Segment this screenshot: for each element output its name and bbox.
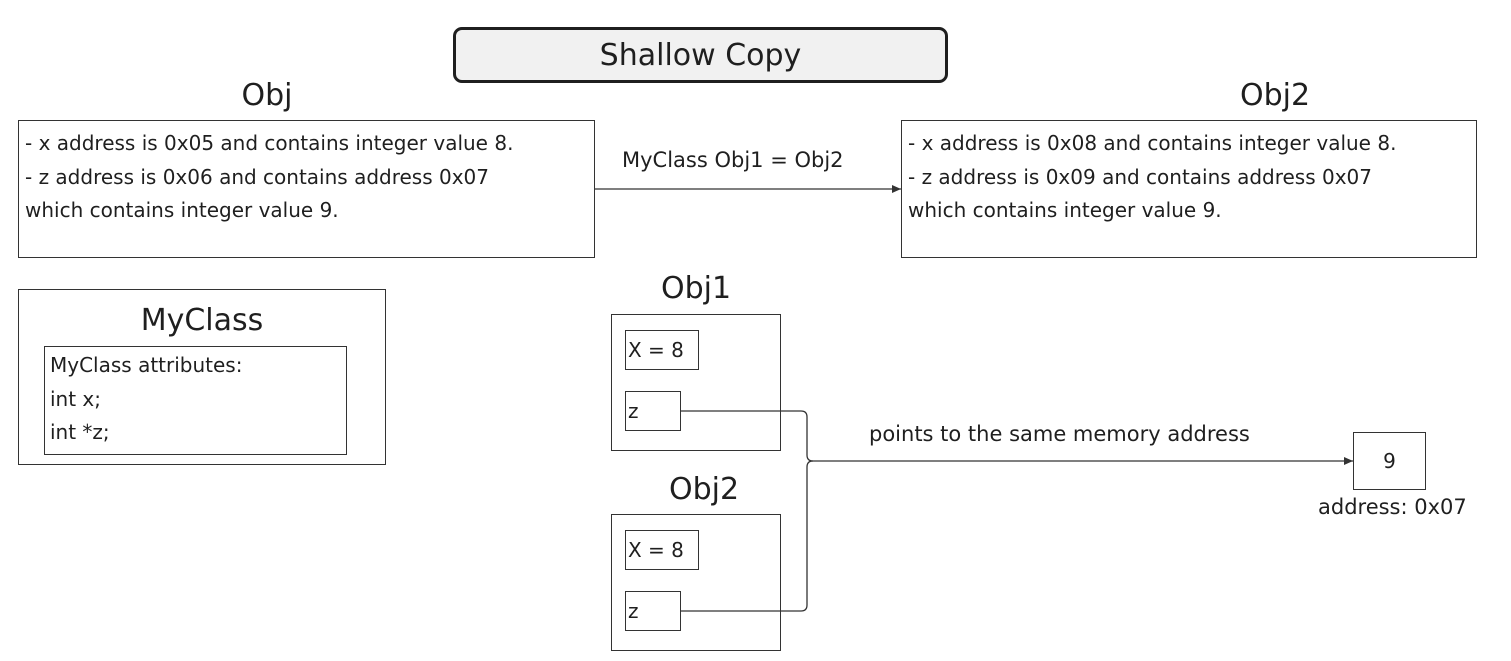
diagram-title: Shallow Copy <box>453 27 948 83</box>
pointer-label: points to the same memory address <box>869 422 1250 446</box>
obj2-description-box: - x address is 0x08 and contains integer… <box>901 120 1477 258</box>
obj2-box <box>611 514 781 651</box>
obj1-x-field: X = 8 <box>625 330 699 370</box>
obj1-z-field: z <box>625 391 681 431</box>
myclass-heading: MyClass <box>140 303 264 338</box>
myclass-attributes-box: MyClass attributes: int x; int *z; <box>44 346 347 455</box>
myclass-attribute-line: int x; <box>50 386 102 411</box>
copy-arrow-label: MyClass Obj1 = Obj2 <box>622 148 844 172</box>
obj1-box <box>611 314 781 451</box>
obj2-description-line: which contains integer value 9. <box>908 198 1222 222</box>
obj-description-line: - x address is 0x05 and contains integer… <box>25 131 514 155</box>
memory-address-label: address: 0x07 <box>1318 495 1467 519</box>
memory-value-box: 9 <box>1353 432 1426 490</box>
obj2-z-pointer-line <box>681 460 814 612</box>
obj2-box-heading: Obj2 <box>668 472 740 507</box>
obj1-z-pointer-line <box>681 410 814 462</box>
obj2-x-field: X = 8 <box>625 530 699 570</box>
obj-description-line: which contains integer value 9. <box>25 198 339 222</box>
obj-description-box: - x address is 0x05 and contains integer… <box>18 120 595 258</box>
myclass-attribute-line: int *z; <box>50 420 110 444</box>
myclass-attribute-line: MyClass attributes: <box>50 353 243 377</box>
obj1-heading: Obj1 <box>660 271 732 306</box>
obj2-description-line: - x address is 0x08 and contains integer… <box>908 131 1397 155</box>
obj-description-line: - z address is 0x06 and contains address… <box>25 164 490 189</box>
obj2-description-line: - z address is 0x09 and contains address… <box>908 164 1373 189</box>
obj2-z-field: z <box>625 591 681 631</box>
obj-heading: Obj <box>241 78 293 113</box>
myclass-box <box>18 289 386 465</box>
obj2-heading: Obj2 <box>1239 78 1311 113</box>
